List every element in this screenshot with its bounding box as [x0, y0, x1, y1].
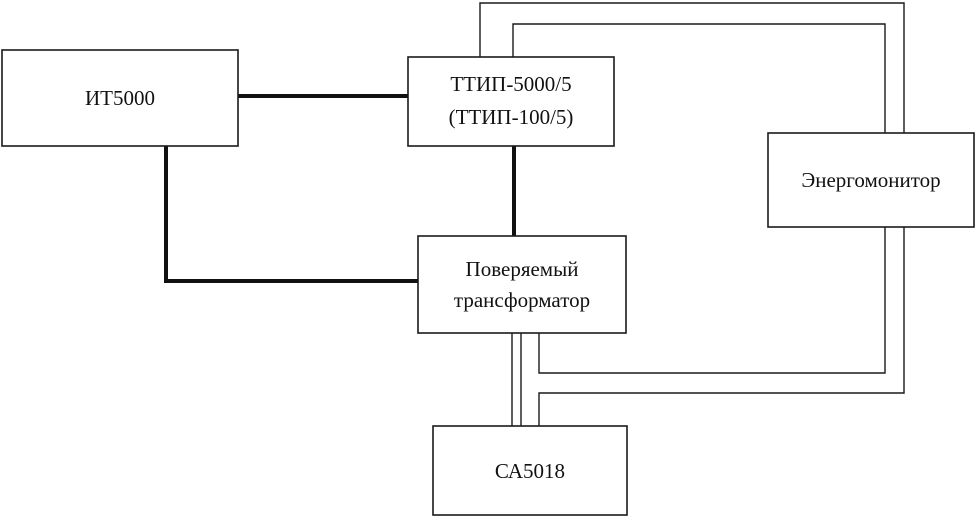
ttip-energomonitor-inner-wire [512, 23, 886, 133]
ttip-label-line1: ТТИП-5000/5 [450, 72, 571, 96]
ca5018-label: СА5018 [495, 459, 565, 483]
transformer-label-line1: Поверяемый [466, 257, 579, 281]
transformer-block: Поверяемый трансформатор [417, 235, 627, 334]
ca5018-energomonitor-wire [538, 227, 905, 426]
transformer-energomonitor-wire [538, 227, 886, 374]
ttip-block: ТТИП-5000/5 (ТТИП-100/5) [407, 56, 615, 147]
ca5018-block: СА5018 [432, 425, 628, 516]
transformer-label-line2: трансформатор [454, 288, 590, 312]
it5000-transformer-wire [164, 144, 420, 283]
energomonitor-label: Энергомонитор [801, 168, 940, 192]
ttip-energomonitor-outer-wire [479, 2, 905, 133]
it5000-label: ИТ5000 [85, 86, 155, 110]
ttip-label-line2: (ТТИП-100/5) [449, 105, 574, 129]
it5000-block: ИТ5000 [1, 49, 239, 147]
energomonitor-block: Энергомонитор [767, 132, 975, 228]
